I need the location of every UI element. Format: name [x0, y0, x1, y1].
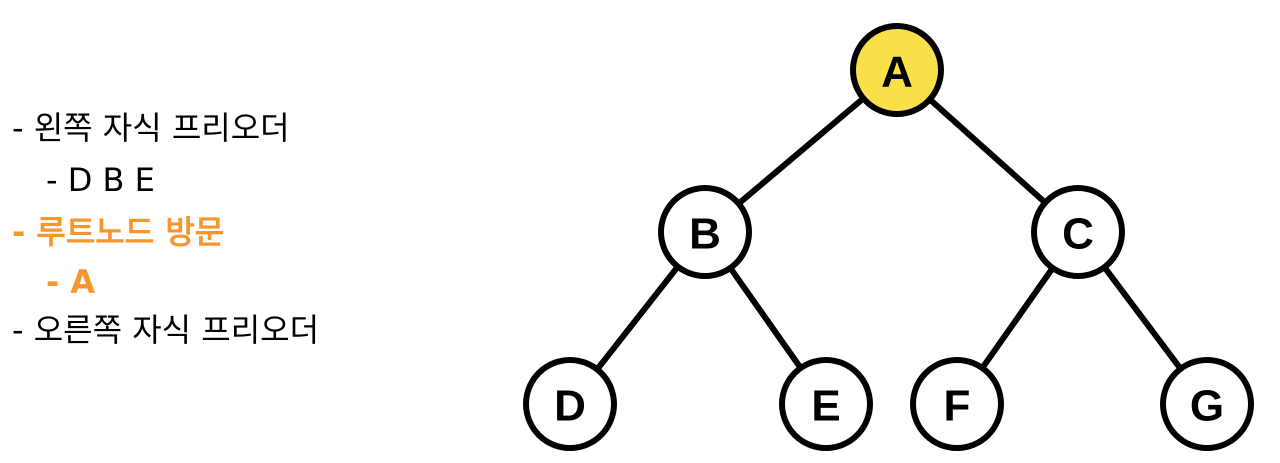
note-visit-root-result: - A	[46, 263, 96, 301]
node-circle-e	[779, 357, 873, 451]
node-circle-b	[658, 185, 752, 279]
node-label-c: C	[1062, 210, 1094, 259]
node-label-a: A	[881, 48, 913, 97]
node-label-e: E	[811, 382, 840, 431]
node-label-b: B	[689, 210, 721, 259]
node-circle-c	[1031, 185, 1125, 279]
node-label-f: F	[944, 382, 971, 431]
node-label-d: D	[554, 382, 586, 431]
tree-node-g: G	[1160, 357, 1254, 451]
tree-node-a: A	[850, 23, 944, 117]
node-circle-a	[850, 23, 944, 117]
node-label-g: G	[1190, 382, 1224, 431]
tree-node-e: E	[779, 357, 873, 451]
node-circle-d	[523, 357, 617, 451]
tree-node-b: B	[658, 185, 752, 279]
tree-node-d: D	[523, 357, 617, 451]
note-right-subtree-preorder: - 오른쪽 자식 프리오더	[12, 311, 320, 349]
tree-nodes: A B C D E F G	[523, 23, 1254, 451]
tree-node-c: C	[1031, 185, 1125, 279]
tree-node-f: F	[910, 357, 1004, 451]
note-left-subtree-preorder: - 왼쪽 자식 프리오더	[12, 109, 290, 147]
note-visit-root: - 루트노드 방문	[12, 213, 225, 251]
node-circle-f	[910, 357, 1004, 451]
preorder-notes: - 왼쪽 자식 프리오더 - D B E - 루트노드 방문 - A - 오른쪽…	[0, 0, 560, 463]
node-circle-g	[1160, 357, 1254, 451]
note-left-subtree-result: - D B E	[46, 161, 155, 199]
